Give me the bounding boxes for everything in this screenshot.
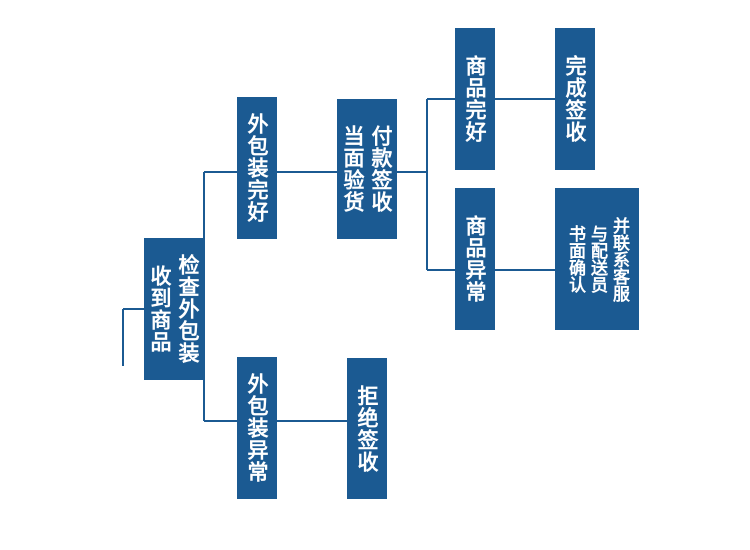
node-root-line-2: 收到商品 [148, 265, 172, 353]
node-refuse: 拒绝签收 [347, 358, 387, 499]
node-contact: 并联系客服 与配送员 书面确认 [555, 188, 639, 330]
node-package-abnormal: 外包装异常 [237, 357, 277, 499]
node-pay-inspect-line-2: 当面验货 [341, 125, 365, 213]
node-complete: 完成签收 [555, 28, 595, 170]
node-goods-abnormal-line-1: 商品异常 [463, 215, 487, 303]
node-goods-intact: 商品完好 [455, 28, 495, 170]
node-refuse-line-1: 拒绝签收 [355, 384, 379, 473]
node-contact-line-2: 与配送员 [587, 225, 607, 293]
node-contact-line-3: 书面确认 [565, 225, 585, 293]
node-root-line-1: 检查外包装 [176, 254, 200, 364]
node-goods-abnormal: 商品异常 [455, 188, 495, 330]
node-pay-inspect-line-1: 付款签收 [369, 125, 393, 213]
node-root: 检查外包装 收到商品 [144, 238, 204, 380]
node-contact-line-1: 并联系客服 [609, 216, 629, 302]
node-package-abnormal-line-1: 外包装异常 [245, 373, 269, 483]
node-package-intact: 外包装完好 [237, 97, 277, 239]
node-package-intact-line-1: 外包装完好 [245, 113, 269, 223]
node-complete-line-1: 完成签收 [563, 55, 587, 143]
node-goods-intact-line-1: 商品完好 [463, 55, 487, 143]
node-pay-inspect: 付款签收 当面验货 [337, 99, 397, 239]
